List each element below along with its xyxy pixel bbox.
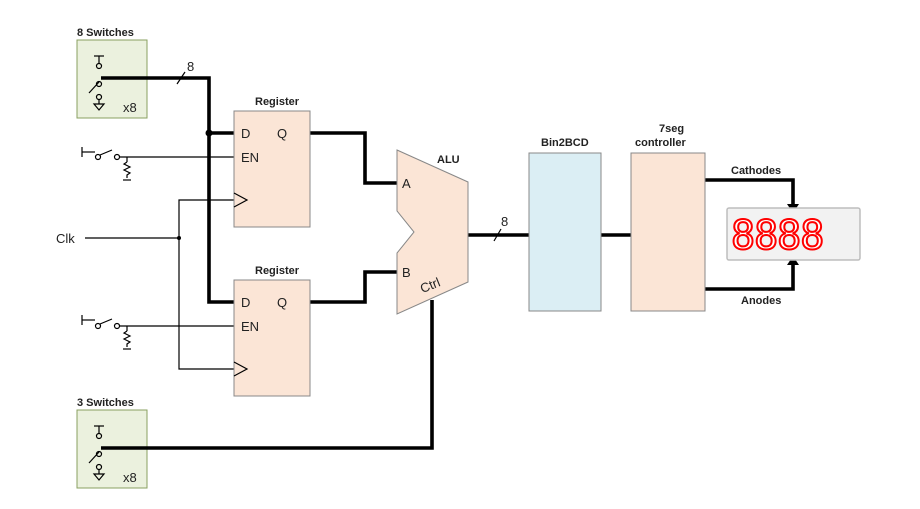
alu-title: ALU xyxy=(437,154,460,166)
alu-input-a: A xyxy=(402,176,411,191)
bus-width-out-label: 8 xyxy=(501,214,508,229)
bin2bcd-title: Bin2BCD xyxy=(541,137,589,149)
display-digits: 8888 xyxy=(731,213,823,259)
bus-width-slash xyxy=(493,228,502,242)
seg-controller-title-2: controller xyxy=(635,137,686,149)
cathodes-label: Cathodes xyxy=(731,165,781,177)
register-top-title: Register xyxy=(255,96,300,108)
register-top-q: Q xyxy=(277,126,287,141)
seg-controller-box xyxy=(630,152,706,312)
data-bus-switches xyxy=(101,76,234,304)
register-bottom-box xyxy=(233,279,311,397)
seven-segment-display: 8888 xyxy=(726,207,861,261)
bus-width-slash xyxy=(176,71,186,85)
register-top: Register D Q EN xyxy=(233,96,311,228)
switch-symbol-icon xyxy=(88,425,106,481)
register-bottom-q: Q xyxy=(277,295,287,310)
enable-switch-bottom xyxy=(81,315,234,350)
switch-bank-bottom-multiplier: x8 xyxy=(123,470,137,485)
clock-triangle-icon xyxy=(233,192,249,208)
bus-reg-bottom-to-alu-b xyxy=(310,270,397,304)
alu-shape xyxy=(396,149,469,315)
switch-bank-top-title: 8 Switches xyxy=(77,27,134,39)
switch-bank-bottom-title: 3 Switches xyxy=(77,397,134,409)
register-top-box xyxy=(233,110,311,228)
alu-input-b: B xyxy=(402,265,411,280)
clock-triangle-icon xyxy=(233,361,249,377)
bus-junction-dot xyxy=(205,129,213,137)
switch-bank-top: 8 Switches x8 xyxy=(76,27,148,119)
register-top-d: D xyxy=(241,126,250,141)
switch-bank-bottom: 3 Switches x8 xyxy=(76,397,148,489)
register-top-en: EN xyxy=(241,150,259,165)
register-bottom: Register D Q EN xyxy=(233,265,311,397)
anodes-label: Anodes xyxy=(741,295,781,307)
seg-controller-title-1: 7seg xyxy=(659,123,684,135)
alu: ALU A B Ctrl xyxy=(396,149,469,315)
alu-ctrl: Ctrl xyxy=(418,274,442,296)
bin2bcd: Bin2BCD xyxy=(528,137,602,312)
bin2bcd-box xyxy=(528,152,602,312)
bus-ctrl-switches xyxy=(101,300,434,450)
switch-bank-top-multiplier: x8 xyxy=(123,100,137,115)
clock-distribution-wire xyxy=(178,199,234,370)
bus-cathodes xyxy=(705,178,795,207)
bus-anodes xyxy=(705,262,795,291)
bus-reg-top-to-alu-a xyxy=(310,131,397,185)
enable-switch-top xyxy=(81,147,234,181)
display-bezel xyxy=(726,207,861,261)
register-bottom-d: D xyxy=(241,295,250,310)
register-bottom-en: EN xyxy=(241,319,259,334)
seg-controller: 7seg controller xyxy=(630,123,706,312)
switch-symbol-icon xyxy=(88,55,106,111)
register-bottom-title: Register xyxy=(255,265,300,277)
bus-width-in-label: 8 xyxy=(187,59,194,74)
clock-label: Clk xyxy=(56,231,75,246)
